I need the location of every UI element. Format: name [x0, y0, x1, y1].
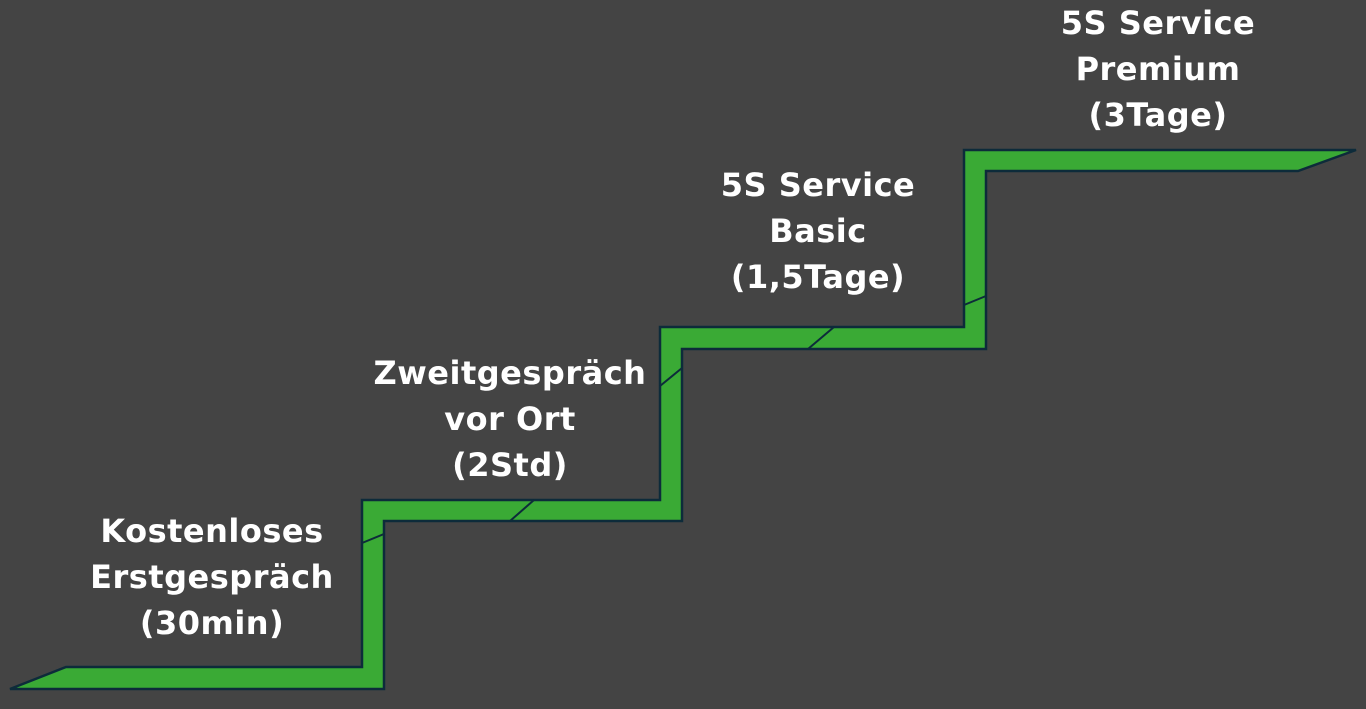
staircase-band [9, 148, 1357, 691]
step-1-title-line2: Erstgespräch [90, 558, 334, 596]
joint-mark-5 [963, 295, 987, 306]
step-3-duration: (1,5Tage) [730, 258, 906, 296]
step-label-erstgespraech: Kostenloses Erstgespräch (30min) [42, 508, 382, 646]
joint-mark-3 [659, 367, 683, 387]
step-label-zweitgespraech: Zweitgespräch vor Ort (2Std) [340, 350, 680, 488]
step-3-title-line2: Basic [769, 212, 867, 250]
step-4-title-line1: 5S Service [1060, 4, 1256, 42]
step-2-duration: (2Std) [452, 446, 568, 484]
step-1-title-line1: Kostenloses [100, 512, 324, 550]
joint-mark-1 [361, 533, 385, 544]
step-4-title-line2: Premium [1075, 50, 1241, 88]
step-2-title-line1: Zweitgespräch [373, 354, 647, 392]
step-label-service-basic: 5S Service Basic (1,5Tage) [648, 162, 988, 300]
step-3-title-line1: 5S Service [720, 166, 916, 204]
step-1-duration: (30min) [139, 604, 285, 642]
joint-mark-4 [807, 326, 835, 350]
step-4-duration: (3Tage) [1088, 96, 1228, 134]
step-label-service-premium: 5S Service Premium (3Tage) [988, 0, 1328, 138]
step-2-title-line2: vor Ort [444, 400, 576, 438]
joint-mark-2 [509, 499, 535, 522]
